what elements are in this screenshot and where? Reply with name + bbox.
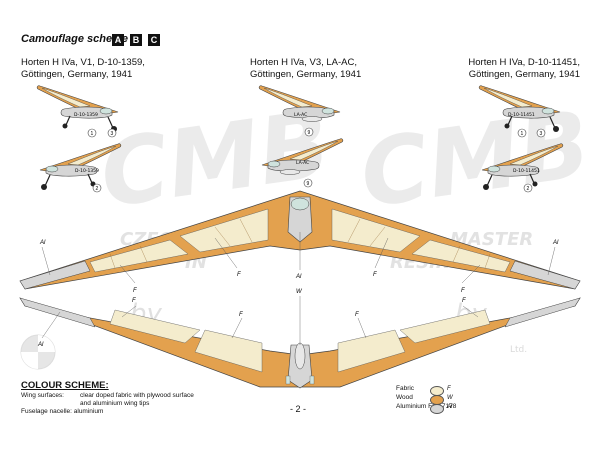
side-view-c-top bbox=[478, 85, 561, 133]
registration-a-top: D-10-1359 bbox=[74, 112, 98, 118]
svg-text:9: 9 bbox=[308, 130, 311, 136]
legend-label-fabric: Fabric bbox=[396, 385, 415, 392]
svg-text:9: 9 bbox=[307, 181, 310, 187]
colour-scheme-wing-text2: and aluminium wing tips bbox=[80, 400, 150, 407]
svg-text:3: 3 bbox=[540, 131, 543, 137]
label-al-left-top: Al bbox=[39, 240, 46, 246]
side-view-c-bottom bbox=[481, 143, 564, 191]
caption-c: Horten H IVa, D-10-11451, Göttingen, Ger… bbox=[468, 57, 580, 80]
svg-text:1: 1 bbox=[91, 131, 94, 137]
scheme-badge-c: C bbox=[148, 34, 160, 46]
callout-c-bottom: 2 bbox=[523, 183, 533, 193]
callout-c-top: 1 3 bbox=[517, 128, 546, 138]
watermark-text-ltd: Ltd. bbox=[510, 345, 527, 355]
registration-b-top: LA-AC bbox=[294, 112, 307, 118]
callout-a-top: 1 3 bbox=[87, 128, 117, 138]
callout-b-bottom: 9 bbox=[303, 178, 313, 188]
legend-label-aluminium: Aluminium FS 17178 bbox=[396, 403, 457, 410]
label-f-right-bottom: F bbox=[462, 298, 466, 304]
label-al-right-top: Al bbox=[552, 240, 559, 246]
scheme-badge-b: B bbox=[130, 34, 142, 46]
registration-b-bottom: LA-AC bbox=[296, 160, 309, 166]
watermark-text-master: MASTER bbox=[450, 229, 533, 250]
label-f-left2-top: F bbox=[133, 288, 137, 294]
side-view-a-top bbox=[36, 85, 119, 133]
registration-c-top: D-10-11451 bbox=[508, 112, 535, 118]
legend-code-fabric: F bbox=[447, 386, 451, 392]
caption-b: Horten H IVa, V3, LA-AC, Göttingen, Germ… bbox=[250, 57, 362, 80]
side-view-a-bottom bbox=[39, 143, 122, 191]
svg-text:2: 2 bbox=[96, 186, 99, 192]
svg-text:1: 1 bbox=[521, 131, 524, 137]
label-w-center-bottom: W bbox=[296, 289, 303, 295]
label-f-right2-bottom: F bbox=[355, 312, 359, 318]
watermark-disc-icon bbox=[20, 334, 56, 370]
plan-view-bottom: F F F F W Al bbox=[19, 289, 581, 389]
colour-scheme-wing-text1: clear doped fabric with plywood surface bbox=[80, 392, 194, 399]
legend-label-wood: Wood bbox=[396, 394, 413, 401]
label-al-center-top: Al bbox=[295, 274, 302, 280]
caption-a: Horten H IVa, V1, D-10-1359, Göttingen, … bbox=[21, 57, 145, 80]
label-al-left-bottom: Al bbox=[37, 342, 44, 348]
side-view-b-bottom bbox=[261, 138, 344, 175]
label-f-left2-bottom: F bbox=[239, 312, 243, 318]
colour-scheme-title: COLOUR SCHEME: bbox=[21, 380, 109, 391]
callout-a-bottom: 2 bbox=[92, 183, 102, 193]
registration-a-bottom: D-10-1359 bbox=[75, 168, 99, 174]
scheme-badge-a: A bbox=[112, 34, 124, 46]
label-f-right2-top: F bbox=[461, 288, 465, 294]
colour-scheme-wing-label: Wing surfaces: bbox=[21, 392, 64, 399]
colour-scheme-fuselage: Fuselage nacelle: aluminium bbox=[21, 408, 104, 415]
svg-text:2: 2 bbox=[527, 186, 530, 192]
label-f-left-top: F bbox=[237, 272, 241, 278]
legend-code-aluminium: Al bbox=[447, 404, 453, 410]
label-f-right-top: F bbox=[373, 272, 377, 278]
plan-view-top: Al Al F F Al F F bbox=[19, 190, 581, 294]
page-title: Camouflage scheme bbox=[21, 33, 128, 45]
registration-c-bottom: D-10-11451 bbox=[513, 168, 540, 174]
legend-code-wood: W bbox=[447, 395, 453, 401]
page-number: - 2 - bbox=[290, 404, 307, 414]
legend-swatch-aluminium bbox=[430, 404, 444, 414]
svg-text:3: 3 bbox=[111, 131, 114, 137]
callout-b-top: 9 bbox=[304, 127, 314, 137]
label-f-left-bottom: F bbox=[132, 298, 136, 304]
